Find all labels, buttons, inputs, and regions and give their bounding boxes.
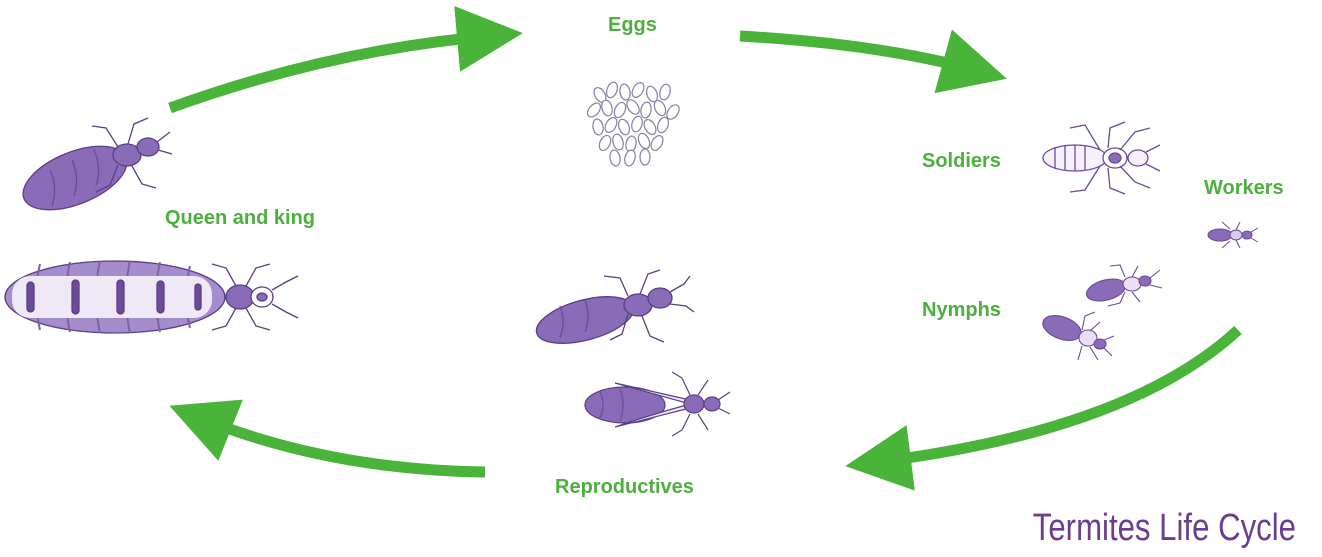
workers-label: Workers	[1204, 177, 1284, 200]
soldiers-label: Soldiers	[922, 150, 1001, 173]
arrow-eggs-to-soldiers	[740, 36, 975, 70]
nymph-termite-icon	[1039, 265, 1162, 360]
eggs-cluster-icon	[585, 81, 682, 167]
nymphs-label: Nymphs	[922, 299, 1001, 322]
winged-termite-icon	[585, 372, 730, 436]
queen-termite-icon	[5, 261, 298, 333]
arrow-nymphs-to-reproductives	[878, 330, 1238, 462]
arrow-queen-to-eggs	[170, 36, 490, 108]
soldier-termite-icon	[1043, 122, 1160, 194]
queen-and-king-label: Queen and king	[165, 207, 315, 230]
arrow-reproductives-to-queen	[200, 418, 485, 472]
reproductives-label: Reproductives	[555, 476, 694, 499]
king-termite-icon	[14, 118, 172, 223]
eggs-label: Eggs	[608, 14, 657, 37]
worker-termite-icon	[1208, 222, 1258, 248]
diagram-title: Termites Life Cycle	[1033, 507, 1296, 550]
reproductive-termite-icon	[532, 270, 694, 352]
